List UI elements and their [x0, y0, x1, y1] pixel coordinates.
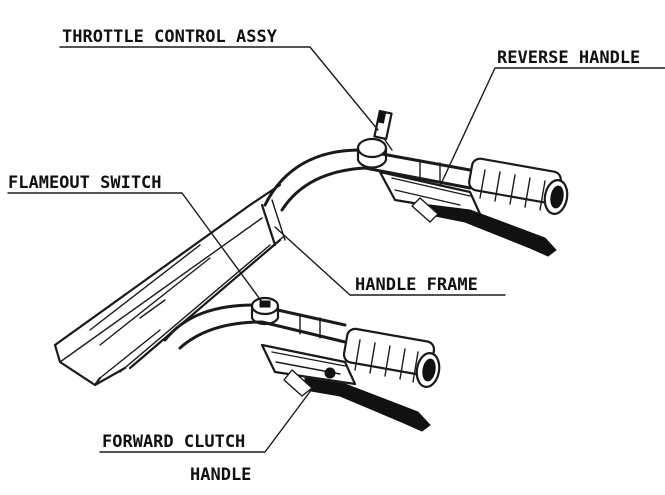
flameout-switch-label: FLAMEOUT SWITCH	[8, 173, 162, 193]
forward-clutch-label: FORWARD CLUTCH	[102, 432, 245, 452]
leader-lines	[7, 46, 665, 453]
throttle-control-label: THROTTLE CONTROL ASSY	[62, 27, 278, 47]
upper-handlebar	[263, 109, 569, 257]
handle-frame-label: HANDLE FRAME	[355, 275, 478, 295]
lower-handlebar	[163, 296, 441, 432]
forward-clutch-label-line2: HANDLE	[190, 465, 251, 485]
handle-frame-body	[53, 183, 286, 387]
reverse-handle-label: REVERSE HANDLE	[497, 48, 640, 68]
